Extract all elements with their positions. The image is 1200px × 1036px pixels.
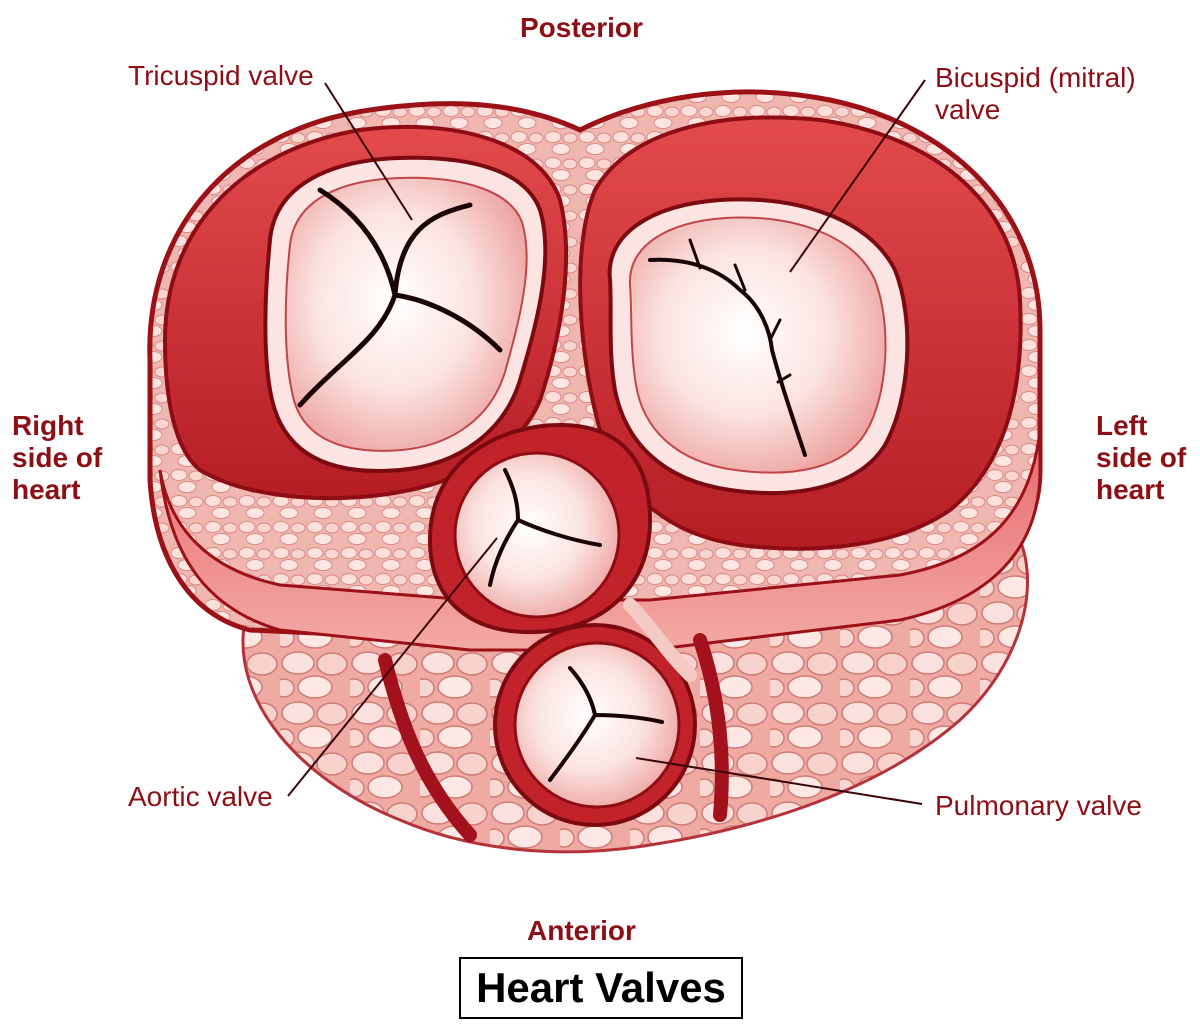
leader-lines bbox=[287, 79, 926, 805]
ventricle-wall-band bbox=[158, 429, 1042, 652]
label-pulmonary-valve: Pulmonary valve bbox=[935, 790, 1142, 821]
coronary-artery-right bbox=[693, 633, 729, 822]
leader-aortic bbox=[287, 537, 498, 797]
bicuspid-mitral-valve bbox=[607, 197, 910, 495]
coronary-artery-left bbox=[378, 653, 477, 842]
pulmonary-valve bbox=[493, 623, 697, 827]
leader-tricuspid bbox=[324, 82, 413, 221]
coronary-branch bbox=[623, 598, 697, 682]
label-posterior: Posterior bbox=[520, 12, 643, 43]
label-anterior: Anterior bbox=[527, 915, 636, 946]
leader-pulmonary bbox=[635, 757, 923, 805]
diagram-title: Heart Valves bbox=[476, 964, 726, 1011]
label-bicuspid-mitral-valve: Bicuspid (mitral) valve bbox=[935, 62, 1136, 125]
tricuspid-valve bbox=[263, 155, 548, 473]
aortic-valve bbox=[427, 422, 653, 635]
label-right-side-of-heart: Right side of heart bbox=[12, 410, 103, 505]
title-box: Heart Valves bbox=[459, 957, 743, 1019]
label-aortic-valve: Aortic valve bbox=[128, 781, 273, 812]
label-left-side-of-heart: Left side of heart bbox=[1096, 410, 1187, 505]
leader-bicuspid bbox=[789, 79, 926, 273]
label-tricuspid-valve: Tricuspid valve bbox=[128, 60, 314, 91]
